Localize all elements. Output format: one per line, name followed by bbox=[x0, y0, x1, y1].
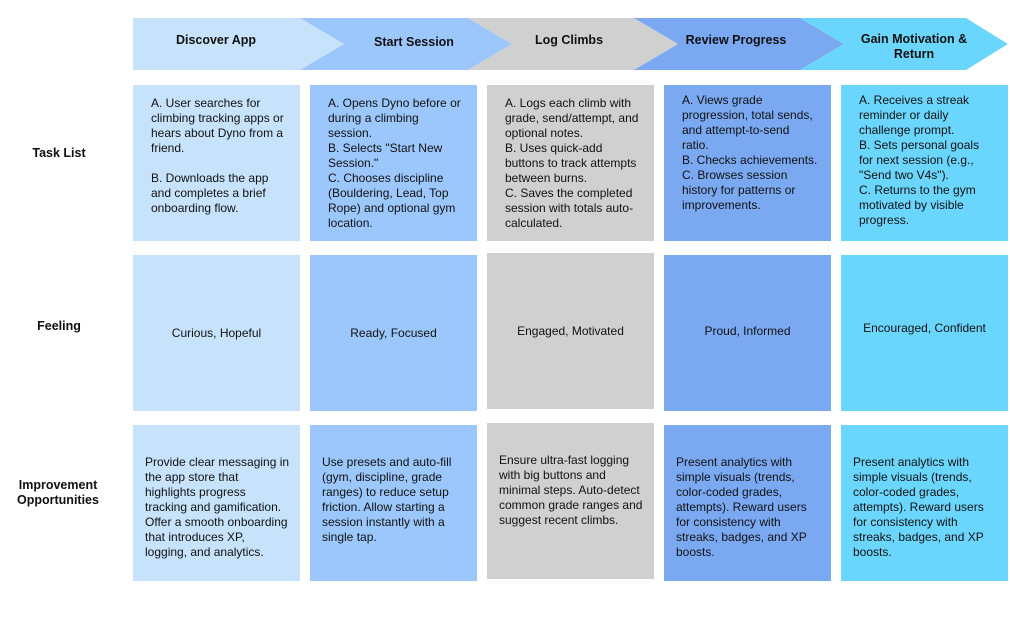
feeling-cell-log: Engaged, Motivated bbox=[487, 253, 654, 409]
feeling-text: Engaged, Motivated bbox=[517, 323, 624, 338]
stage-label-review: Review Progress bbox=[668, 14, 804, 66]
task-text: A. Logs each climb with grade, send/atte… bbox=[505, 96, 639, 230]
improvement-cell-start: Use presets and auto-fill (gym, discipli… bbox=[310, 425, 477, 581]
improvement-text: Present analytics with simple visuals (t… bbox=[853, 455, 984, 559]
task-cell-gain: A. Receives a streak reminder or daily c… bbox=[841, 85, 1008, 241]
stage-arrow-discover bbox=[133, 18, 344, 70]
stage-label-discover: Discover App bbox=[150, 14, 282, 66]
task-text: A. Receives a streak reminder or daily c… bbox=[859, 93, 980, 227]
stage-label-gain: Gain Motivation & Return bbox=[846, 21, 982, 73]
stage-text: Review Progress bbox=[685, 32, 787, 47]
stage-arrow-start bbox=[300, 18, 512, 70]
task-text: A. User searches for climbing tracking a… bbox=[151, 96, 284, 215]
stage-arrow-gain bbox=[800, 18, 1008, 70]
improvement-cell-discover: Provide clear messaging in the app store… bbox=[133, 425, 300, 581]
improvement-cell-gain: Present analytics with simple visuals (t… bbox=[841, 425, 1008, 581]
row-label-improvement: Improvement Opportunities bbox=[17, 478, 99, 507]
stage-arrow-log bbox=[468, 18, 678, 70]
row-label-feeling: Feeling bbox=[37, 319, 81, 333]
improvement-text: Provide clear messaging in the app store… bbox=[145, 455, 290, 559]
row-label-task-list: Task List bbox=[32, 146, 86, 160]
stage-arrows bbox=[133, 18, 1008, 70]
feeling-cell-gain: Encouraged, Confident bbox=[841, 255, 1008, 411]
feeling-cell-review: Proud, Informed bbox=[664, 255, 831, 411]
stage-text: Start Session bbox=[374, 34, 454, 49]
improvement-cell-review: Present analytics with simple visuals (t… bbox=[664, 425, 831, 581]
task-text: A. Opens Dyno before or during a climbin… bbox=[328, 96, 461, 230]
stage-text: Gain Motivation & Return bbox=[860, 32, 968, 61]
feeling-cell-discover: Curious, Hopeful bbox=[133, 255, 300, 411]
stage-label-log: Log Climbs bbox=[504, 14, 634, 66]
improvement-cell-log: Ensure ultra-fast logging with big butto… bbox=[487, 423, 654, 579]
feeling-text: Proud, Informed bbox=[704, 323, 791, 338]
improvement-text: Ensure ultra-fast logging with big butto… bbox=[499, 453, 643, 527]
feeling-text: Curious, Hopeful bbox=[171, 325, 262, 340]
task-text: A. Views grade progression, total sends,… bbox=[682, 93, 818, 212]
feeling-text: Ready, Focused bbox=[350, 325, 437, 340]
task-cell-start: A. Opens Dyno before or during a climbin… bbox=[310, 85, 477, 241]
improvement-text: Use presets and auto-fill (gym, discipli… bbox=[322, 455, 452, 544]
task-cell-review: A. Views grade progression, total sends,… bbox=[664, 85, 831, 241]
improvement-text: Present analytics with simple visuals (t… bbox=[676, 455, 807, 559]
stage-arrow-review bbox=[634, 18, 844, 70]
feeling-cell-start: Ready, Focused bbox=[310, 255, 477, 411]
stage-text: Discover App bbox=[175, 32, 257, 47]
task-cell-discover: A. User searches for climbing tracking a… bbox=[133, 85, 300, 241]
stage-label-start: Start Session bbox=[346, 16, 482, 68]
task-cell-log: A. Logs each climb with grade, send/atte… bbox=[487, 85, 654, 241]
feeling-text: Encouraged, Confident bbox=[863, 320, 986, 335]
stage-text: Log Climbs bbox=[534, 32, 604, 47]
